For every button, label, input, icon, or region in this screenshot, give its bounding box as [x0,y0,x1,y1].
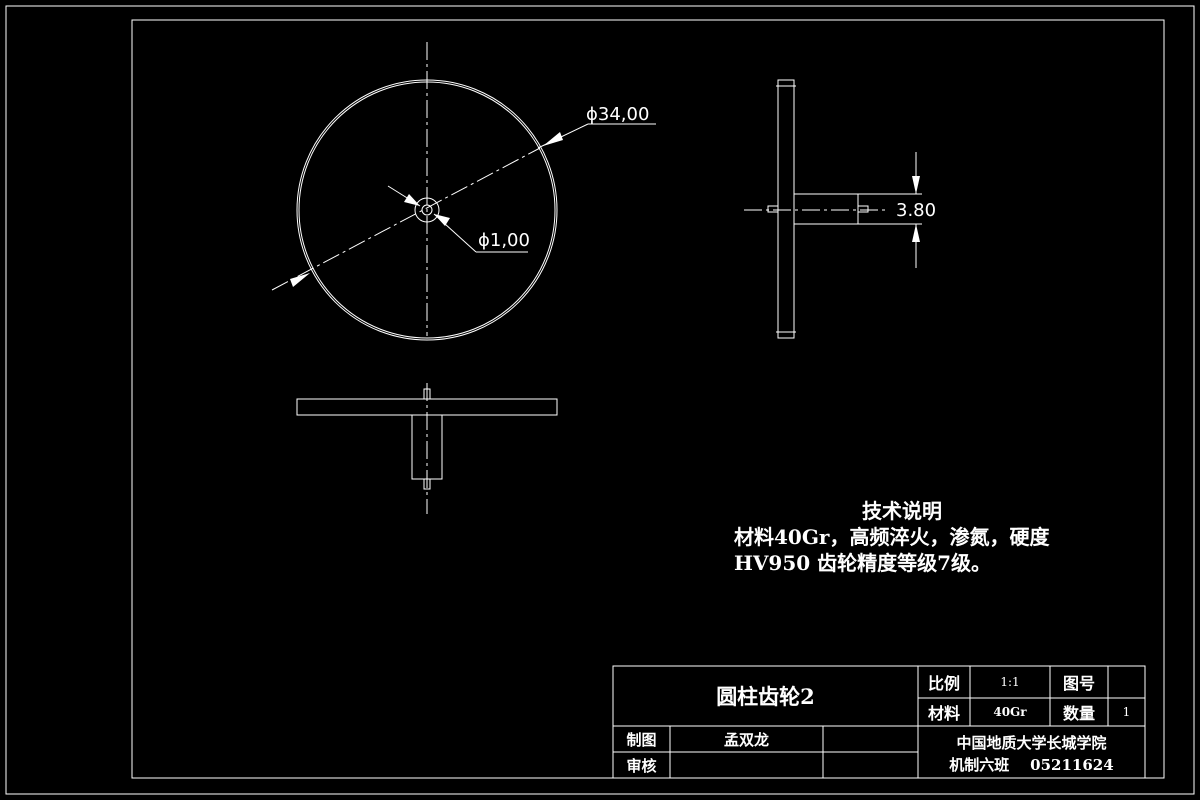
dim-arrow-inner-right [434,214,450,226]
dim-text-inner-diameter: ϕ1,00 [478,230,530,251]
drawn-label: 制图 [626,730,657,749]
checked-by [670,752,823,778]
dim-arrow-outer-left [290,273,310,287]
dim-arrow-outer-right [543,132,563,146]
gear-rim-side [777,79,795,339]
school-name: 中国地质大学长城学院 [956,733,1107,752]
quantity-value: 1 [1122,705,1131,719]
outer-border [5,5,1195,795]
bore-circle [421,204,433,216]
notes-title: 技术说明 [862,499,942,523]
front-view: ϕ34,00 ϕ1,00 [271,42,656,341]
inner-border [131,19,1165,779]
hub-circle [414,197,440,223]
gear-outline [296,79,558,341]
material-label: 材料 [927,704,960,723]
scale-value: 1:1 [1000,675,1020,689]
gear-outline-inner [298,81,556,339]
notes-line-1: 材料40Gr，高频淬火，渗氮，硬度 [734,525,1050,549]
dim-text-hub-length: 3.80 [896,200,936,221]
diagonal-centerline [271,147,541,291]
quantity-label: 数量 [1062,704,1095,723]
dim-arrow-upper [912,176,920,194]
shaft-stub-left [767,205,779,213]
drawing-no-value [1108,666,1145,698]
bottom-view [296,383,558,514]
class-id: 机制六班 05211624 [949,755,1114,774]
hub-side [793,193,859,225]
drawing-no-label: 图号 [1062,674,1095,693]
title-block-grid [612,665,1146,779]
drawn-by: 孟双龙 [723,730,769,749]
material-value: 40Gr [993,705,1027,719]
scale-label: 比例 [927,674,960,693]
dim-text-outer-diameter: ϕ34,00 [586,104,649,125]
shaft-stub-right [857,205,869,213]
checked-label: 审核 [626,756,657,775]
dim-arrow-inner-left [404,194,420,206]
side-view: 3.80 [744,79,936,339]
technical-notes: 技术说明 材料40Gr，高频淬火，渗氮，硬度 HV950 齿轮精度等级7级。 [734,498,1114,576]
part-name: 圆柱齿轮2 [716,684,815,709]
notes-line-2: HV950 齿轮精度等级7级。 [734,551,992,575]
dim-arrow-lower [912,224,920,242]
